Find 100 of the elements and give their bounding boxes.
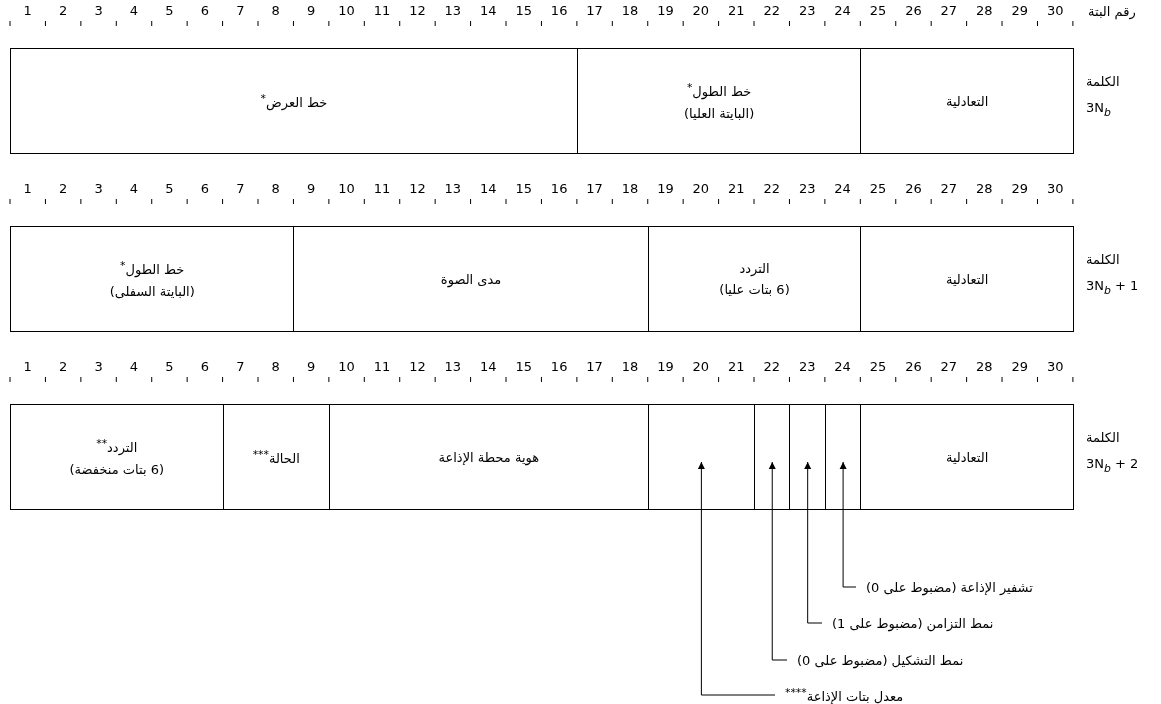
bit-number: 28 <box>976 3 993 18</box>
bit-number: 12 <box>409 3 426 18</box>
field-label: (البايتة العليا) <box>683 105 755 121</box>
bit-number: 5 <box>165 3 174 18</box>
field-box <box>10 404 224 510</box>
bit-number: 21 <box>728 3 745 18</box>
bit-number: 20 <box>692 3 710 18</box>
bit-number: 9 <box>307 181 316 196</box>
field-box <box>10 226 295 332</box>
bit-number: 12 <box>409 359 426 374</box>
bit-number: 22 <box>763 3 780 18</box>
field-label: (6 بتات منخفضة) <box>69 461 165 477</box>
field-label: هوية محطة الإذاعة <box>438 449 540 465</box>
leader-arrow <box>839 461 857 588</box>
bit-number: 28 <box>976 181 993 196</box>
field-label: التردد <box>739 261 770 276</box>
word-label: الكلمة <box>1086 252 1120 267</box>
bit-number: 13 <box>444 359 462 374</box>
word-label: الكلمة <box>1086 430 1120 445</box>
bit-number: 9 <box>307 359 316 374</box>
word-index: 3N$_{b}$ + 2 <box>1086 456 1139 475</box>
field-label: التعادلية <box>945 271 989 287</box>
bit-number: 16 <box>550 359 568 374</box>
bit-number: 10 <box>338 3 355 18</box>
bit-number: 17 <box>586 3 603 18</box>
annotation-text: نمط التزامن (مضبوط على 1) <box>832 615 994 631</box>
bit-number: 14 <box>480 181 497 196</box>
bit-number: 3 <box>94 359 103 374</box>
bit-number: 14 <box>480 3 497 18</box>
field-box <box>293 226 649 332</box>
bit-number: 21 <box>728 181 745 196</box>
bit-number: 9 <box>307 3 316 18</box>
bit-number: 13 <box>444 181 462 196</box>
bit-number: 24 <box>834 359 851 374</box>
bit-number: 18 <box>621 359 639 374</box>
bit-number: 27 <box>940 181 958 196</box>
bit-number: 1 <box>23 3 32 18</box>
bit-field-box <box>789 404 826 510</box>
bit-number: 4 <box>129 3 139 18</box>
field-label: التردد$^{**}$ <box>96 437 138 456</box>
bit-number: 8 <box>271 181 280 196</box>
leader-arrow <box>697 461 776 696</box>
bit-number: 1 <box>23 359 32 374</box>
bit-number: 11 <box>373 3 391 18</box>
annotation-text: تشفير الإذاعة (مضبوط على 0) <box>866 579 1033 595</box>
bit-number: 23 <box>798 3 816 18</box>
field-box <box>647 226 862 332</box>
bit-number: 20 <box>692 181 710 196</box>
ruler-title: رقم البتة <box>1088 4 1136 19</box>
bit-number: 30 <box>1046 181 1064 196</box>
bit-number: 23 <box>798 359 816 374</box>
bit-number: 26 <box>905 181 922 196</box>
bit-number: 5 <box>165 359 174 374</box>
bit-field-box <box>824 404 862 510</box>
field-label: (البايتة السفلى) <box>109 283 195 299</box>
bit-number: 7 <box>236 181 245 196</box>
bit-number: 5 <box>165 181 174 196</box>
annotation-text: نمط التشكيل (مضبوط على 0) <box>797 652 964 668</box>
bit-number: 13 <box>444 3 462 18</box>
field-label: (6 بتات عليا) <box>719 282 790 297</box>
bit-number: 27 <box>940 3 958 18</box>
field-label: مدى الصوة <box>440 271 502 287</box>
bit-number: 3 <box>94 181 103 196</box>
bit-number: 18 <box>621 181 639 196</box>
bit-number: 6 <box>200 181 209 196</box>
leader-arrow <box>804 461 823 624</box>
bit-number: 30 <box>1046 359 1064 374</box>
bit-field-box <box>754 404 791 510</box>
bit-number: 25 <box>869 3 887 18</box>
field-box <box>10 48 578 154</box>
bit-number: 14 <box>480 359 497 374</box>
bit-field-box <box>647 404 755 510</box>
bit-number: 29 <box>1011 359 1028 374</box>
bit-number: 30 <box>1046 3 1064 18</box>
field-label: التعادلية <box>945 93 989 109</box>
field-label: خط الطول$^{*}$ <box>120 259 185 278</box>
bit-number: 8 <box>271 359 280 374</box>
bit-number: 1 <box>23 181 32 196</box>
field-box <box>328 404 649 510</box>
bit-number: 21 <box>728 359 745 374</box>
bit-number: 29 <box>1011 181 1028 196</box>
field-label: التعادلية <box>945 449 989 465</box>
bit-number: 18 <box>621 3 639 18</box>
bit-number: 15 <box>515 181 532 196</box>
bit-number: 17 <box>586 359 603 374</box>
bit-number: 24 <box>834 3 851 18</box>
field-box <box>576 48 862 154</box>
bit-number: 8 <box>271 3 280 18</box>
bit-number: 24 <box>834 181 851 196</box>
bit-number: 11 <box>373 359 391 374</box>
word-label: الكلمة <box>1086 74 1120 89</box>
bit-number: 15 <box>515 3 532 18</box>
bit-number: 15 <box>515 359 532 374</box>
bit-number: 3 <box>94 3 103 18</box>
field-label: خط العرض$^{*}$ <box>260 91 328 111</box>
bit-number: 19 <box>657 3 674 18</box>
bit-number: 10 <box>338 359 355 374</box>
field-box <box>860 404 1074 510</box>
field-label: خط الطول$^{*}$ <box>686 81 752 100</box>
bit-number: 4 <box>129 181 139 196</box>
